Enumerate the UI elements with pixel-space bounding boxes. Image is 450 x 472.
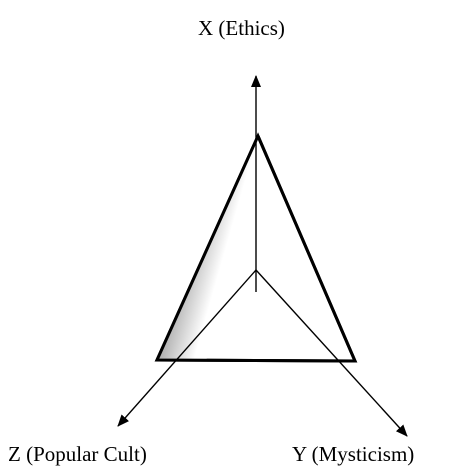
z-axis-label: Z (Popular Cult): [8, 442, 147, 466]
z-axis-line: [117, 269, 257, 427]
y-axis-label: Y (Mysticism): [292, 442, 415, 466]
y-axis-line: [255, 269, 408, 437]
triangle-left-edge: [154, 135, 358, 363]
x-axis-label: X (Ethics): [198, 16, 285, 40]
